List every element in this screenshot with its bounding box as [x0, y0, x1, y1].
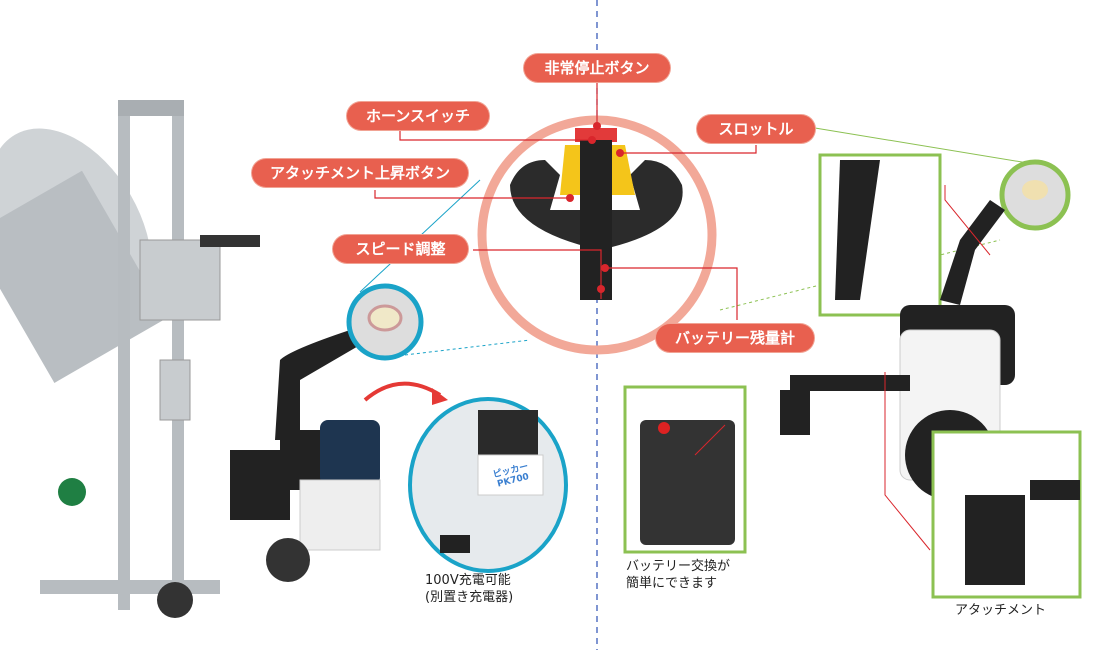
- label-throttle: スロットル: [697, 115, 815, 143]
- label-horn-switch: ホーンスイッチ: [347, 102, 489, 130]
- label-emergency-stop: 非常停止ボタン: [524, 54, 670, 82]
- caption-battery-swap-line2: 簡単にできます: [626, 576, 718, 591]
- drum-lifter-image: [0, 100, 260, 618]
- tug-unit-image: [230, 330, 381, 582]
- caption-battery-swap-line1: バッテリー交換が: [626, 559, 731, 574]
- caption-charging: 100V充電可能 (別置き充電器): [425, 572, 513, 606]
- caption-attachment: アタッチメント: [955, 603, 1047, 618]
- label-battery-gauge: バッテリー残量計: [656, 324, 814, 352]
- label-speed-adjust: スピード調整: [333, 235, 468, 263]
- caption-charging-line2: (別置き充電器): [425, 590, 514, 605]
- handle-image: [510, 128, 683, 300]
- callout-lines: [374, 83, 757, 320]
- caption-battery-swap: バッテリー交換が 簡単にできます: [626, 558, 730, 592]
- label-attachment-lift: アタッチメント上昇ボタン: [252, 159, 468, 187]
- caption-charging-line1: 100V充電可能: [425, 573, 511, 588]
